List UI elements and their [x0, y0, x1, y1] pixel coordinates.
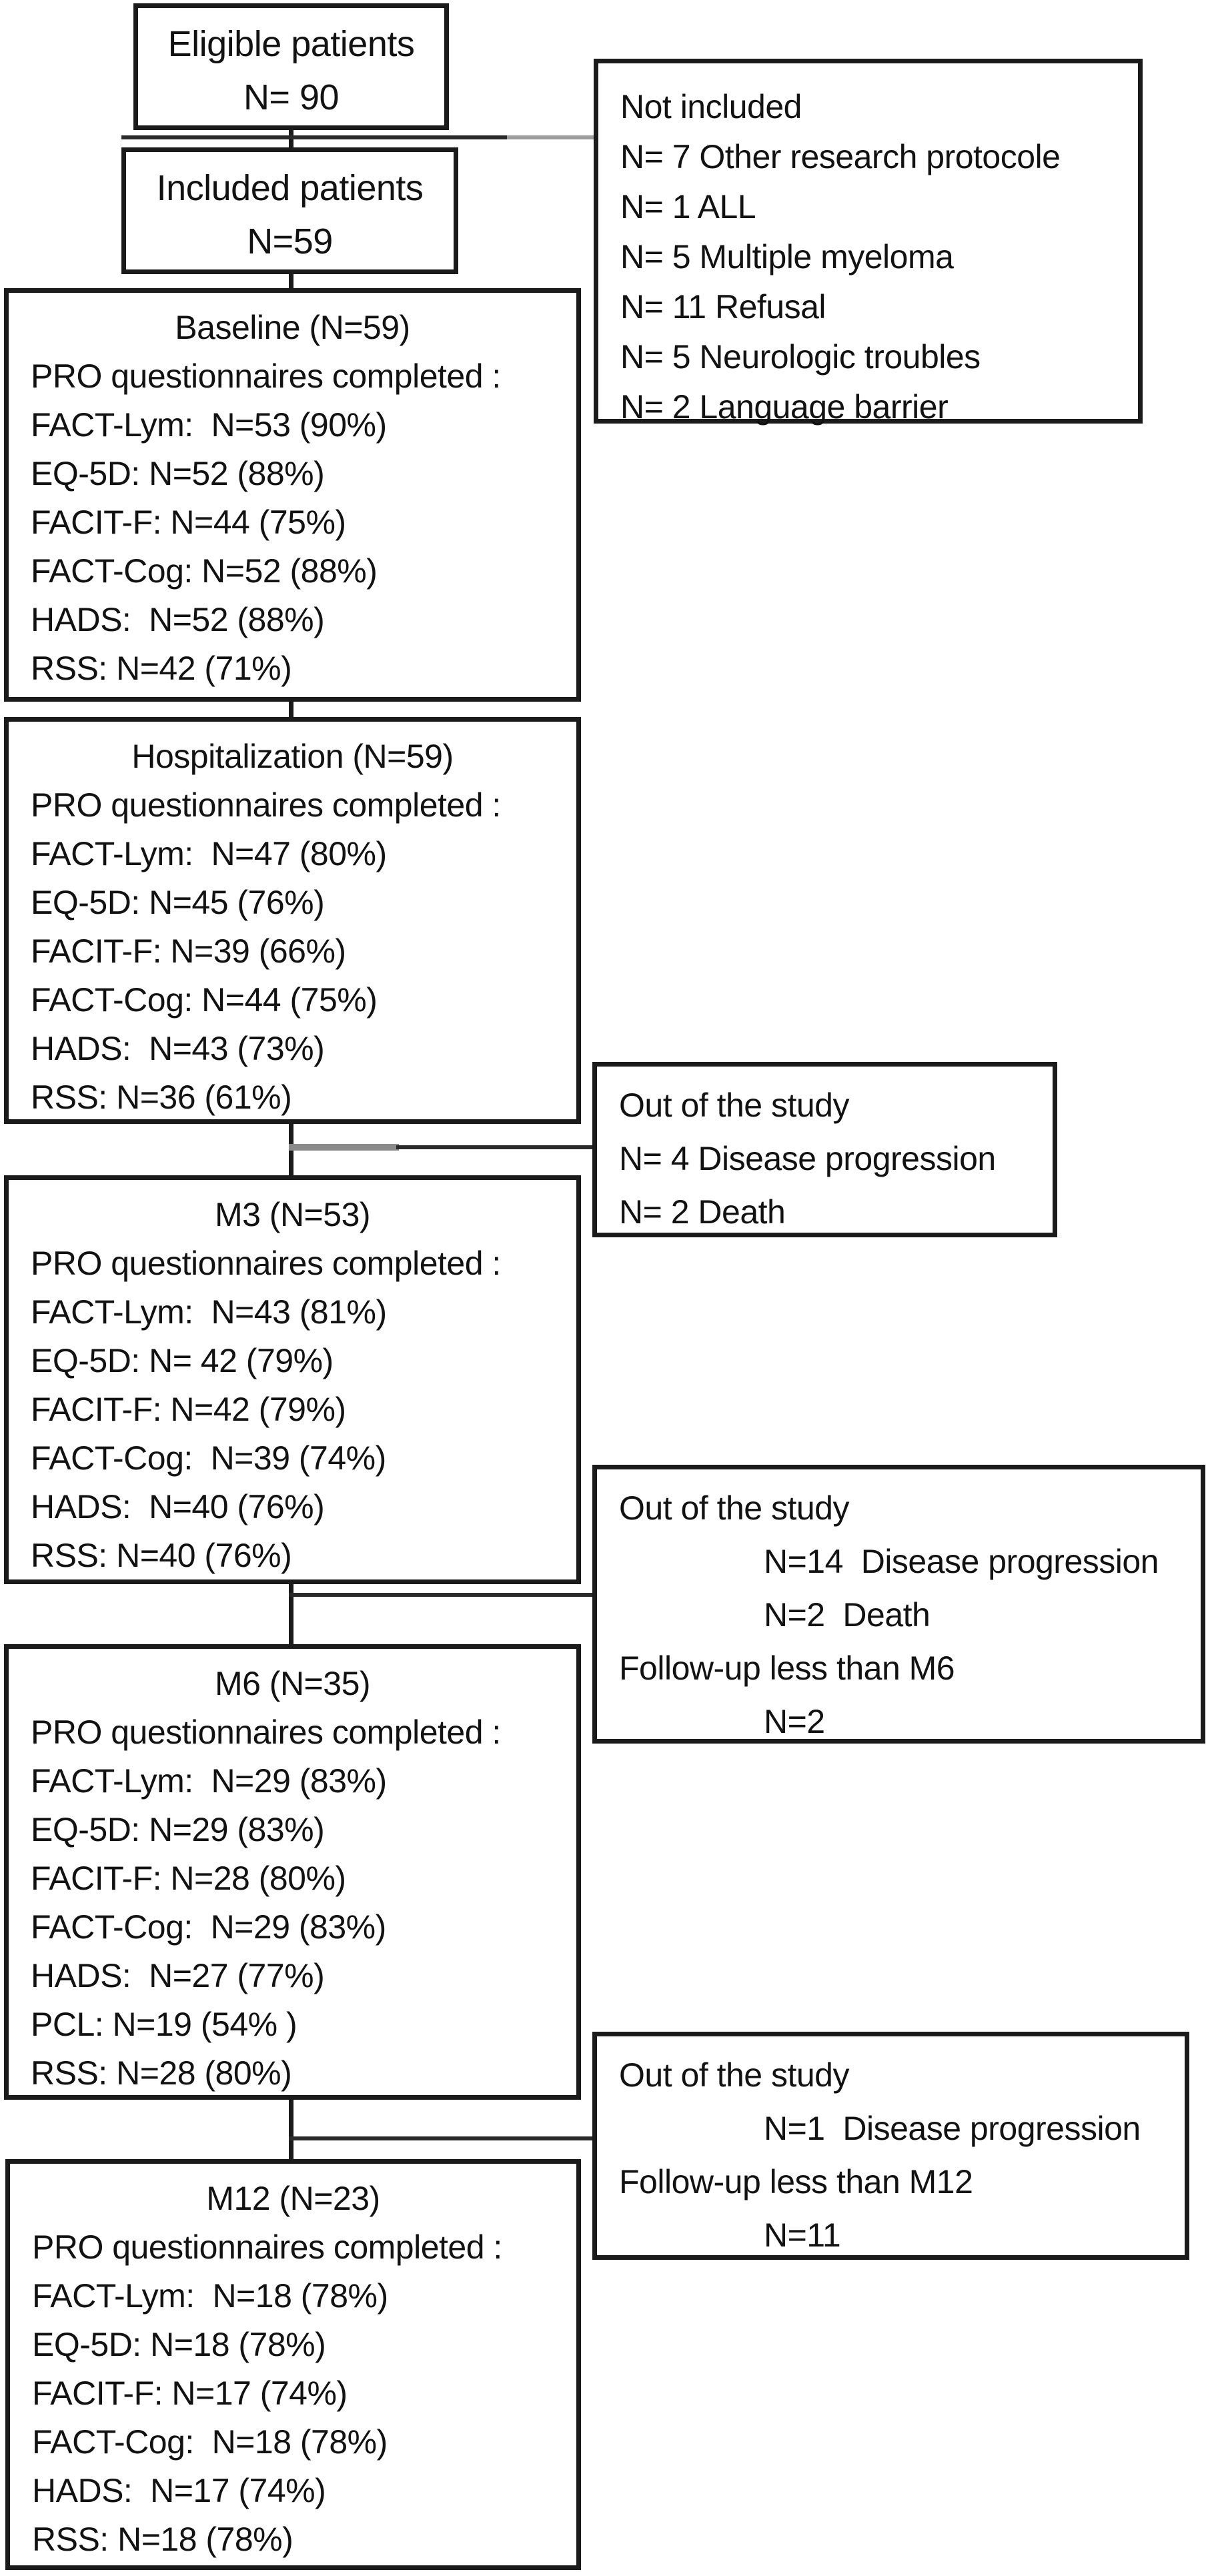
exclusion-item: N= 1 ALL: [620, 188, 756, 225]
box-eligible-patients: Eligible patients N= 90: [133, 3, 449, 130]
pro-item: FACT-Cog: N=44 (75%): [31, 981, 378, 1019]
exclusion-item: N= 5 Neurologic troubles: [620, 338, 981, 376]
pro-item: EQ-5D: N=52 (88%): [31, 455, 325, 492]
box-out-of-study-3: Out of the study N=1 Disease progression…: [592, 2032, 1189, 2260]
box-title: Not included: [620, 88, 802, 125]
pro-item: FACT-Lym: N=53 (90%): [31, 406, 387, 444]
box-subtitle: PRO questionnaires completed :: [31, 358, 501, 395]
box-m6: M6 (N=35) PRO questionnaires completed :…: [4, 1644, 581, 2100]
box-title: M12 (N=23): [206, 2180, 380, 2217]
box-count: N= 90: [243, 77, 340, 117]
box-title: Out of the study: [619, 1087, 849, 1124]
dropout-item: N=2: [764, 1703, 825, 1740]
connector-to-out2: [289, 1593, 592, 1597]
box-baseline: Baseline (N=59) PRO questionnaires compl…: [4, 288, 581, 702]
dropout-item: N= 4 Disease progression: [619, 1140, 996, 1177]
box-subtitle: PRO questionnaires completed :: [31, 1245, 501, 1282]
pro-item: FACT-Lym: N=47 (80%): [31, 835, 387, 872]
box-title: M3 (N=53): [214, 1196, 371, 1233]
pro-item: EQ-5D: N=29 (83%): [31, 1811, 325, 1848]
pro-item: HADS: N=17 (74%): [32, 2472, 326, 2509]
pro-item: EQ-5D: N=45 (76%): [31, 884, 325, 921]
box-m12: M12 (N=23) PRO questionnaires completed …: [5, 2159, 581, 2570]
dropout-item: N= 2 Death: [619, 1193, 786, 1231]
pro-item: FACT-Lym: N=18 (78%): [32, 2277, 388, 2315]
pro-item: FACT-Lym: N=29 (83%): [31, 1762, 387, 1800]
pro-item: FACIT-F: N=44 (75%): [31, 504, 346, 541]
box-out-of-study-1: Out of the study N= 4 Disease progressio…: [592, 1062, 1057, 1237]
pro-item: HADS: N=40 (76%): [31, 1488, 325, 1525]
pro-item: RSS: N=40 (76%): [31, 1537, 292, 1574]
connector-to-out1-gray: [289, 1144, 399, 1151]
exclusion-item: N= 2 Language barrier: [620, 388, 949, 426]
connector-included-baseline: [289, 273, 293, 288]
exclusion-item: N= 7 Other research protocole: [620, 138, 1061, 175]
exclusion-item: N= 11 Refusal: [620, 288, 826, 326]
box-m3: M3 (N=53) PRO questionnaires completed :…: [4, 1175, 581, 1584]
pro-item: EQ-5D: N=18 (78%): [32, 2326, 326, 2363]
dropout-item: Follow-up less than M6: [619, 1650, 955, 1687]
pro-item: PCL: N=19 (54% ): [31, 2006, 297, 2043]
pro-item: FACIT-F: N=39 (66%): [31, 932, 346, 970]
box-subtitle: PRO questionnaires completed :: [31, 1714, 501, 1751]
dropout-item: N=2 Death: [764, 1596, 931, 1634]
box-out-of-study-2: Out of the study N=14 Disease progressio…: [592, 1465, 1205, 1744]
pro-item: FACT-Cog: N=39 (74%): [31, 1439, 386, 1477]
box-title: Hospitalization (N=59): [131, 738, 454, 775]
pro-item: RSS: N=42 (71%): [31, 650, 292, 687]
box-title: Out of the study: [619, 1489, 849, 1527]
connector-to-out3: [289, 2136, 592, 2140]
box-included-patients: Included patients N=59: [121, 147, 458, 274]
pro-item: HADS: N=43 (73%): [31, 1030, 325, 1067]
connector-to-not-included-gray-end: [507, 135, 594, 139]
connector-m3-m6: [289, 1583, 293, 1644]
dropout-item: N=1 Disease progression: [764, 2110, 1141, 2147]
box-subtitle: PRO questionnaires completed :: [31, 786, 501, 824]
connector-m6-m12: [289, 2098, 293, 2159]
pro-item: FACT-Lym: N=43 (81%): [31, 1293, 387, 1331]
box-count: N=59: [247, 221, 333, 261]
box-hospitalization: Hospitalization (N=59) PRO questionnaire…: [4, 717, 581, 1124]
box-title: Eligible patients: [167, 24, 415, 64]
pro-item: RSS: N=18 (78%): [32, 2521, 293, 2558]
pro-item: RSS: N=36 (61%): [31, 1079, 292, 1116]
box-title: M6 (N=35): [214, 1665, 371, 1702]
pro-item: FACT-Cog: N=52 (88%): [31, 552, 378, 590]
pro-item: HADS: N=27 (77%): [31, 1957, 325, 1994]
exclusion-item: N= 5 Multiple myeloma: [620, 238, 954, 275]
pro-item: HADS: N=52 (88%): [31, 601, 325, 638]
dropout-item: N=11: [764, 2216, 841, 2254]
dropout-item: N=14 Disease progression: [764, 1543, 1159, 1580]
box-title: Included patients: [156, 168, 424, 208]
box-not-included: Not included N= 7 Other research protoco…: [594, 59, 1143, 426]
pro-item: EQ-5D: N= 42 (79%): [31, 1342, 334, 1379]
connector-to-out1: [396, 1145, 592, 1149]
connector-baseline-hospitalization: [289, 700, 293, 717]
pro-item: FACT-Cog: N=29 (83%): [31, 1908, 386, 1946]
pro-item: RSS: N=28 (80%): [31, 2054, 292, 2092]
dropout-item: Follow-up less than M12: [619, 2163, 973, 2200]
pro-item: FACIT-F: N=42 (79%): [31, 1391, 346, 1428]
pro-item: FACIT-F: N=17 (74%): [32, 2375, 348, 2412]
connector-to-not-included: [121, 135, 507, 139]
box-title: Baseline (N=59): [175, 309, 410, 346]
pro-item: FACT-Cog: N=18 (78%): [32, 2423, 388, 2461]
pro-item: FACIT-F: N=28 (80%): [31, 1860, 346, 1897]
box-title: Out of the study: [619, 2056, 849, 2094]
box-subtitle: PRO questionnaires completed :: [32, 2228, 502, 2266]
